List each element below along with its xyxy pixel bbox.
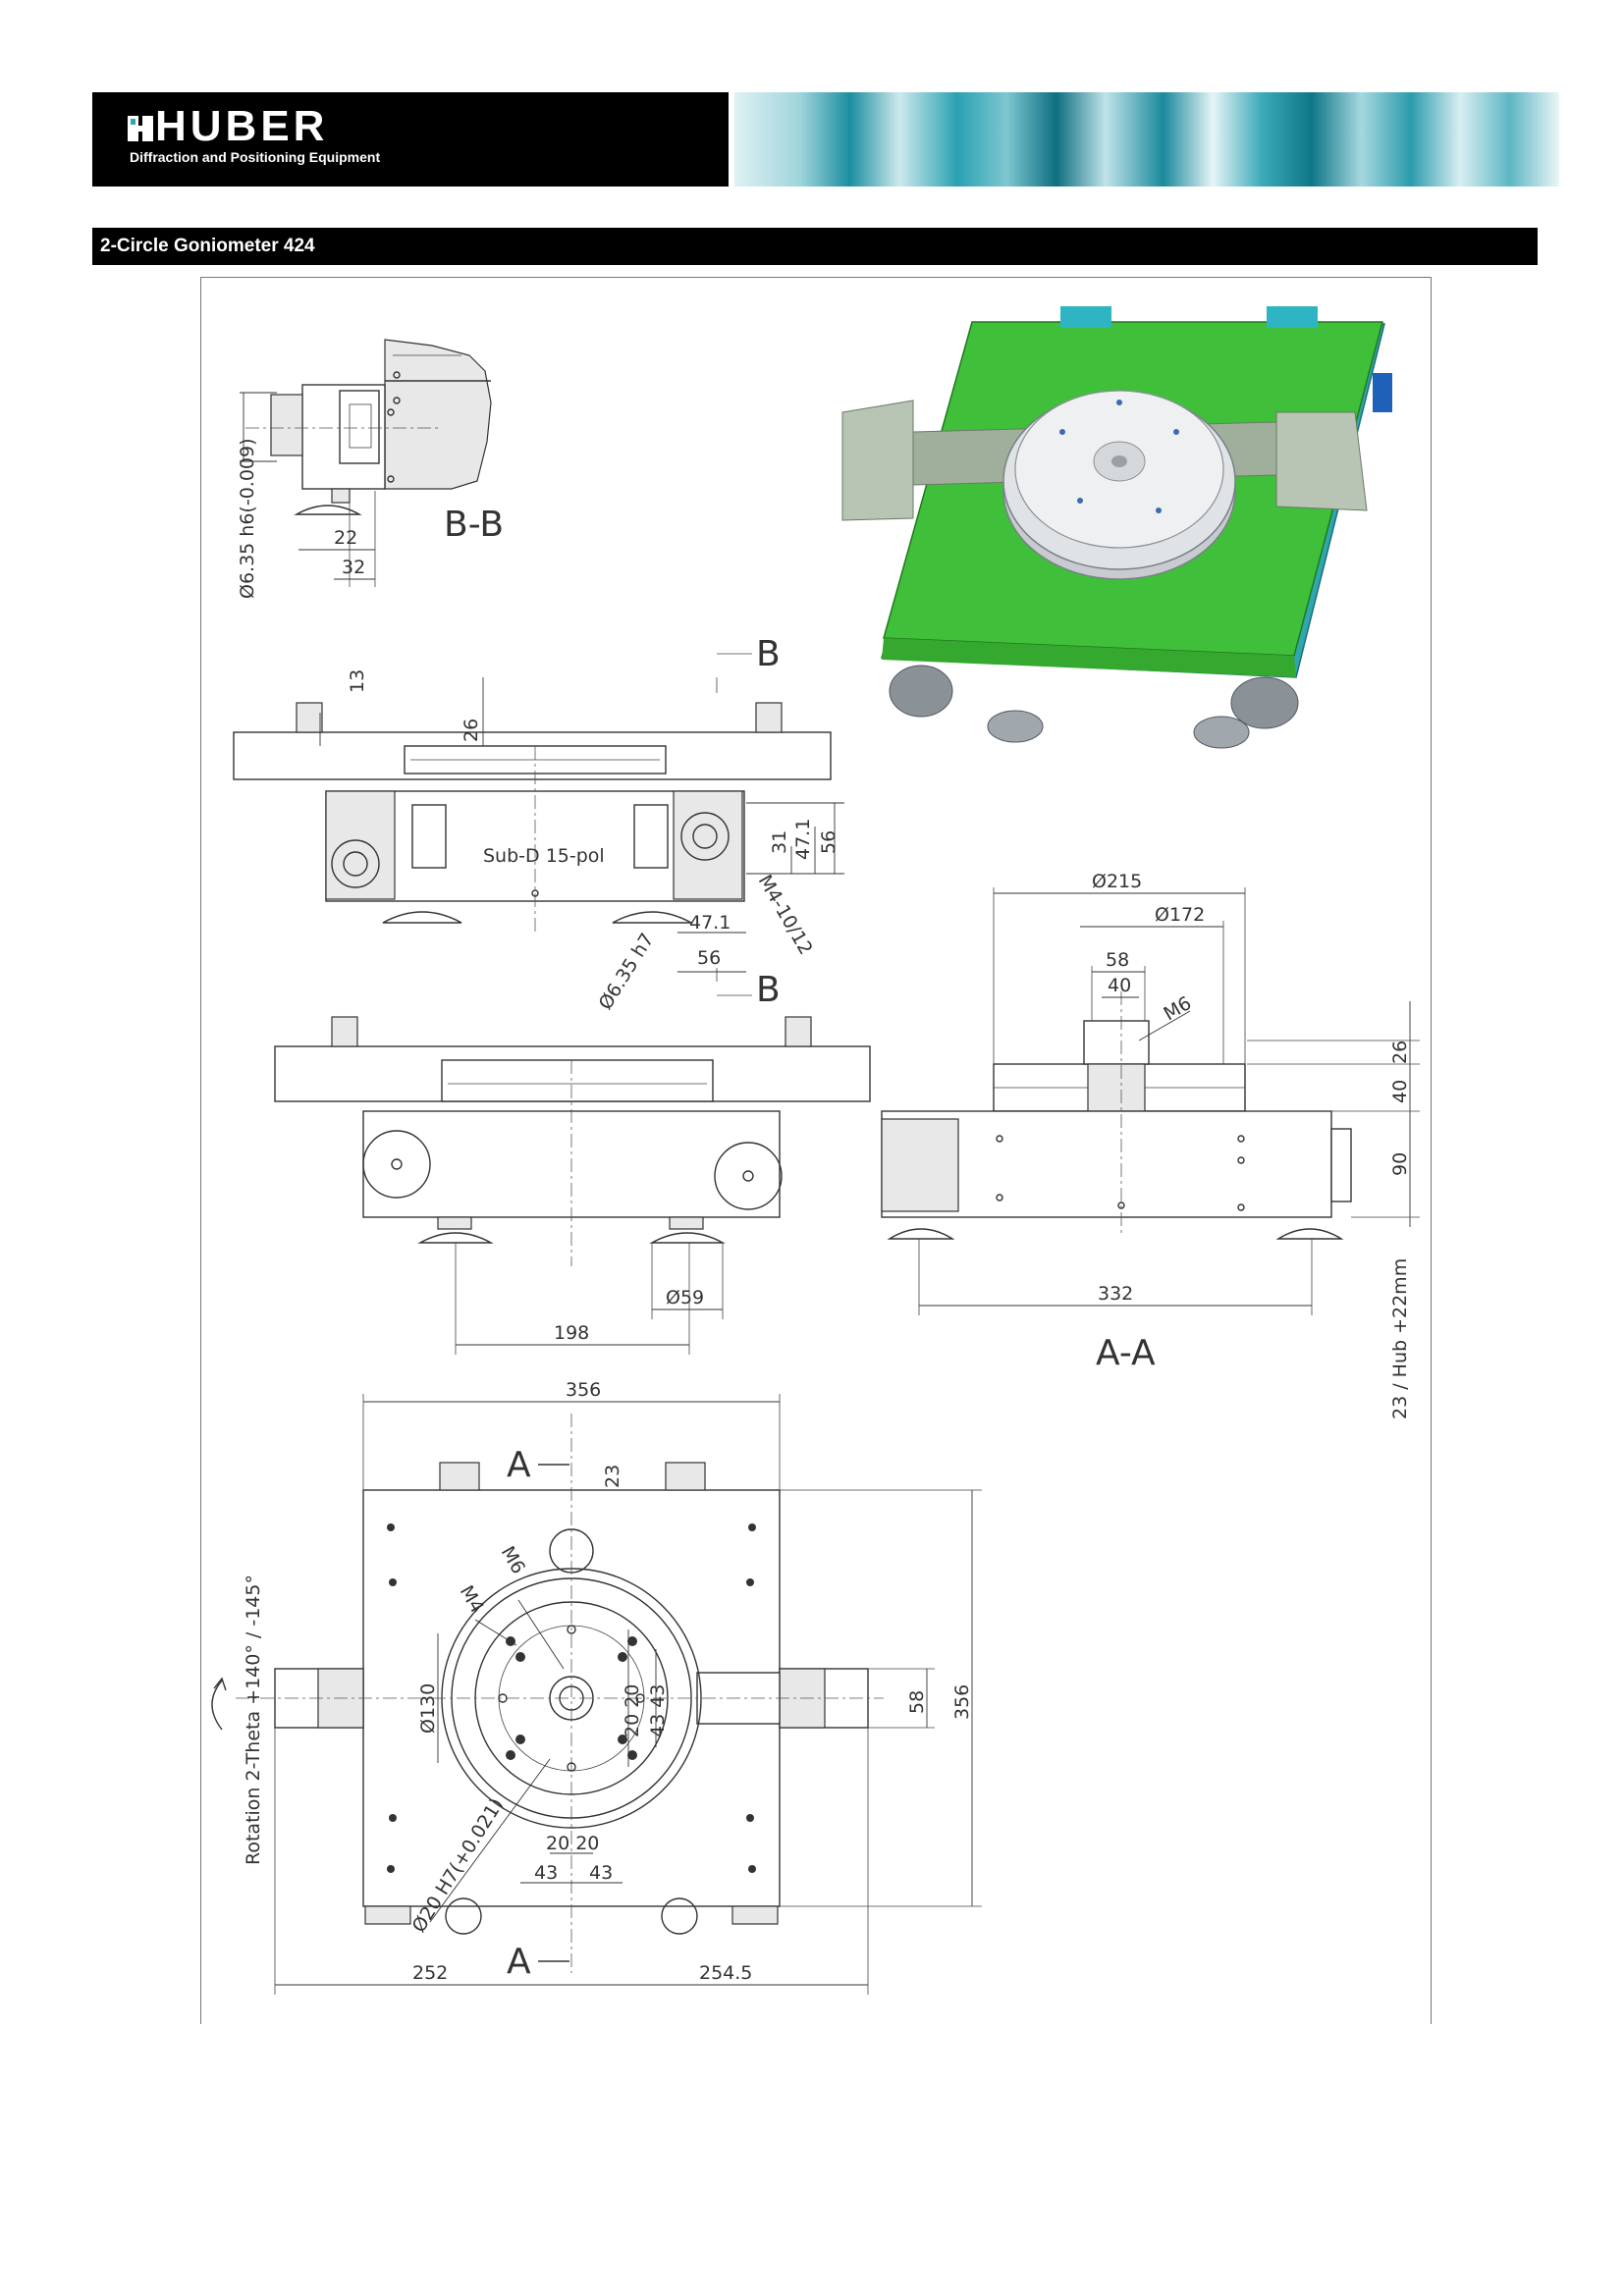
marker-b-top: B (756, 634, 781, 674)
dim-31: 31 (769, 830, 790, 854)
dim-172: Ø172 (1155, 904, 1205, 926)
dim-26-side: 26 (1389, 1041, 1411, 1064)
dim-198: 198 (554, 1322, 589, 1344)
dim-43-left: 43 (534, 1862, 558, 1884)
dim-22: 22 (334, 527, 357, 549)
dim-58-side: 58 (906, 1690, 928, 1714)
render-3d (841, 306, 1392, 749)
dim-2020-v: 20 20 (622, 1684, 643, 1737)
dim-43-right: 43 (589, 1862, 613, 1884)
view-front: 13 26 Sub-D 15-pol 31 47.1 56 M4-10/12 4… (233, 634, 844, 1014)
marker-a-top: A (507, 1445, 531, 1485)
huber-logo-icon (128, 116, 153, 141)
dim-13: 13 (347, 669, 368, 693)
dim-hub: 23 / Hub +22mm (1389, 1258, 1411, 1419)
label-m4-thread: M4-10/12 (754, 872, 817, 959)
section-label-bb: B-B (444, 505, 504, 545)
dim-40-top: 40 (1108, 975, 1131, 996)
view-side: Ø59 198 (274, 1016, 871, 1355)
huber-logo: HUBER Diffraction and Positioning Equipm… (92, 92, 729, 187)
dim-40-side: 40 (1389, 1080, 1411, 1103)
label-m6-side: M6 (1161, 992, 1196, 1025)
dim-356-side: 356 (951, 1684, 973, 1720)
dim-23: 23 (602, 1465, 623, 1488)
brand-name: HUBER (155, 102, 329, 150)
dim-215: Ø215 (1092, 871, 1142, 892)
marker-b-bottom: B (756, 970, 781, 1010)
marker-a-bottom: A (507, 1942, 531, 1982)
brand-tagline: Diffraction and Positioning Equipment (130, 149, 381, 165)
label-subd: Sub-D 15-pol (483, 845, 605, 867)
dim-shaft-h7: Ø6.35 h7 (595, 930, 659, 1014)
dim-26-top: 26 (460, 719, 482, 742)
dim-56-h: 56 (697, 947, 721, 969)
dim-332: 332 (1098, 1283, 1133, 1305)
view-section-aa: Ø215 Ø172 58 40 M6 26 40 90 23 / Hub +22… (881, 871, 1420, 1419)
rotation-label: Rotation 2-Theta +140° / -145° (243, 1575, 264, 1865)
dim-90: 90 (1389, 1152, 1411, 1176)
dim-32: 32 (342, 557, 365, 578)
title-bar: 2-Circle Goniometer 424 (92, 228, 1538, 265)
dim-254-5: 254.5 (699, 1962, 752, 1984)
dim-47-1-h: 47.1 (689, 912, 731, 934)
dim-43-43-v: 43 43 (647, 1684, 669, 1737)
view-plan: 356 23 M6 M4 Ø130 20 20 43 43 58 356 20 … (211, 1379, 982, 1995)
dim-59: Ø59 (666, 1287, 704, 1308)
header-banner (734, 92, 1559, 187)
view-section-bb: Ø6.35 h6(-0.009) 22 32 B-B (237, 339, 504, 599)
section-label-aa: A-A (1096, 1333, 1156, 1373)
page-title: 2-Circle Goniometer 424 (100, 236, 315, 256)
dim-58-top: 58 (1106, 949, 1129, 971)
drawing-frame (200, 277, 1432, 2024)
dim-shaft-bb: Ø6.35 h6(-0.009) (237, 438, 258, 599)
dim-356-top: 356 (566, 1379, 601, 1401)
dim-252: 252 (412, 1962, 448, 1984)
dim-2020-h: 20 20 (546, 1833, 599, 1854)
dim-130: Ø130 (417, 1683, 439, 1734)
dim-56-v: 56 (818, 830, 839, 854)
dim-47-1-v: 47.1 (792, 819, 814, 860)
